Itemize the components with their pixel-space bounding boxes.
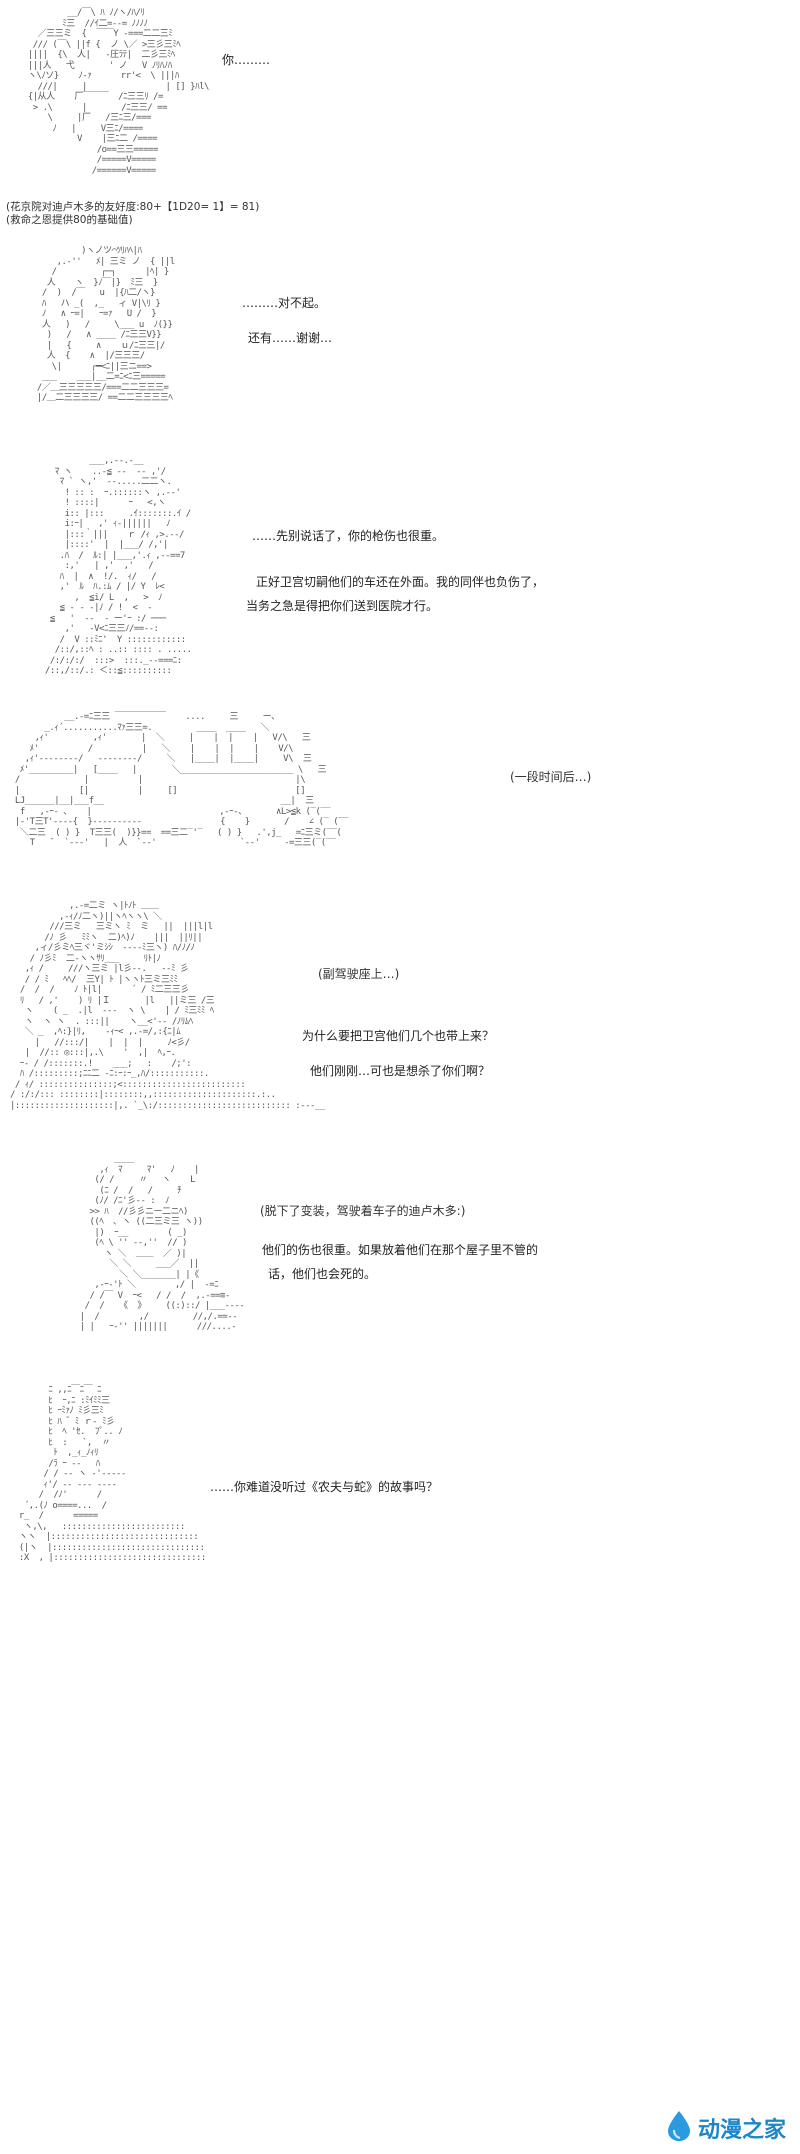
ascii-art-character: ﾆ ,,ﾆ￣ﾆ￣ ﾆ ﾋ ｰ,ﾆ :ﾐｲﾐﾐ三 ﾋ ｰﾐｧﾉ ﾐ彡三ﾐ ﾋ ﾊ …	[18, 1385, 206, 1563]
dialogue-line: 话，他们也会死的。	[268, 1267, 377, 1281]
watermark-text: 动漫之家	[697, 2118, 786, 2143]
scene-note: (一段时间后…)	[510, 770, 592, 784]
ascii-art-kakyoin: __/￣\ ﾊ ﾉ/ヽ/ﾊ/ﾘ ﾐ三 //ｲ二=--= ﾉﾉﾉﾉ ／三三ミ { …	[27, 8, 210, 176]
dialogue-line: 他们刚刚…可也是想杀了你们啊？	[310, 1064, 491, 1078]
panel-2: )ヽノツ⌒ﾂﾘﾊﾍ|ﾊ ,.-'' ﾒ| 三ミ ノ { ||l / ┌─┐ |ﾍ…	[0, 240, 800, 440]
dialogue-line: ………对不起。	[242, 296, 327, 310]
panel-6: ____ ,ｨ ﾏ ﾏ' ﾉ | (/ / 〃 ヽ L (ﾆ / / / ﾁ (…	[0, 1150, 800, 1355]
panel-4: __.-=ﾆ三三 ￣￣￣￣￣￣ .... 三 ー、 _.ｨ´..........…	[0, 700, 800, 880]
dialogue-line: 为什么要把卫宫他们几个也带上来？	[302, 1029, 495, 1043]
water-drop-icon	[666, 2110, 692, 2146]
scene-note: (副驾驶座上…)	[318, 967, 400, 981]
panel-7: ﾆ ,,ﾆ￣ﾆ￣ ﾆ ﾋ ｰ,ﾆ :ﾐｲﾐﾐ三 ﾋ ｰﾐｧﾉ ﾐ彡三ﾐ ﾋ ﾊ …	[0, 1375, 800, 1585]
dialogue-line: 你………	[222, 53, 271, 67]
dialogue-line: ……先别说话了，你的枪伤也很重。	[252, 529, 445, 543]
ascii-art-car: __.-=ﾆ三三 ￣￣￣￣￣￣ .... 三 ー、 _.ｨ´..........…	[14, 712, 349, 848]
dialogue-line: 还有……谢谢…	[248, 331, 333, 345]
dialogue-line: 他们的伤也很重。如果放着他们在那个屋子里不管的	[262, 1243, 539, 1257]
ascii-art-character: )ヽノツ⌒ﾂﾘﾊﾍ|ﾊ ,.-'' ﾒ| 三ミ ノ { ||l / ┌─┐ |ﾍ…	[36, 246, 175, 403]
panel-1: __/￣\ ﾊ ﾉ/ヽ/ﾊ/ﾘ ﾐ三 //ｲ二=--= ﾉﾉﾉﾉ ／三三ミ { …	[0, 0, 800, 226]
site-watermark: 动漫之家	[666, 2110, 786, 2146]
affinity-note: (救命之恩提供80的基础值)	[6, 214, 133, 226]
affinity-note: (花京院对迪卢木多的友好度:80+【1D20= 1】= 81)	[6, 201, 260, 213]
ascii-art-character: ___,.-‐.‐__ ﾏ ヽ ..-≦ ‐‐ -- ,'/ ﾏ ` ヽ,' -…	[44, 456, 192, 676]
dialogue-line: 正好卫宫切嗣他们的车还在外面。我的同伴也负伤了，	[256, 575, 545, 589]
dialogue-line: 当务之急是得把你们送到医院才行。	[246, 599, 439, 613]
panel-3: ___,.-‐.‐__ ﾏ ヽ ..-≦ ‐‐ -- ,'/ ﾏ ` ヽ,' -…	[0, 450, 800, 690]
panel-5: ,.-=二ミ ヽ|ﾄﾉﾄ ＿＿ ,-ｨ/ﾉ二ヽ)||ヽﾍヽヽ\ ＼ ///三ミ …	[0, 895, 800, 1140]
dialogue-line: ……你难道没听过《农夫与蛇》的故事吗？	[210, 1480, 439, 1494]
ascii-art-diarmuid: ____ ,ｨ ﾏ ﾏ' ﾉ | (/ / 〃 ヽ L (ﾆ / / / ﾁ (…	[79, 1154, 245, 1332]
ascii-art-character: ,.-=二ミ ヽ|ﾄﾉﾄ ＿＿ ,-ｨ/ﾉ二ヽ)||ヽﾍヽヽ\ ＼ ///三ミ …	[10, 901, 325, 1111]
scene-note: (脱下了变装，驾驶着车子的迪卢木多:)	[260, 1204, 466, 1218]
